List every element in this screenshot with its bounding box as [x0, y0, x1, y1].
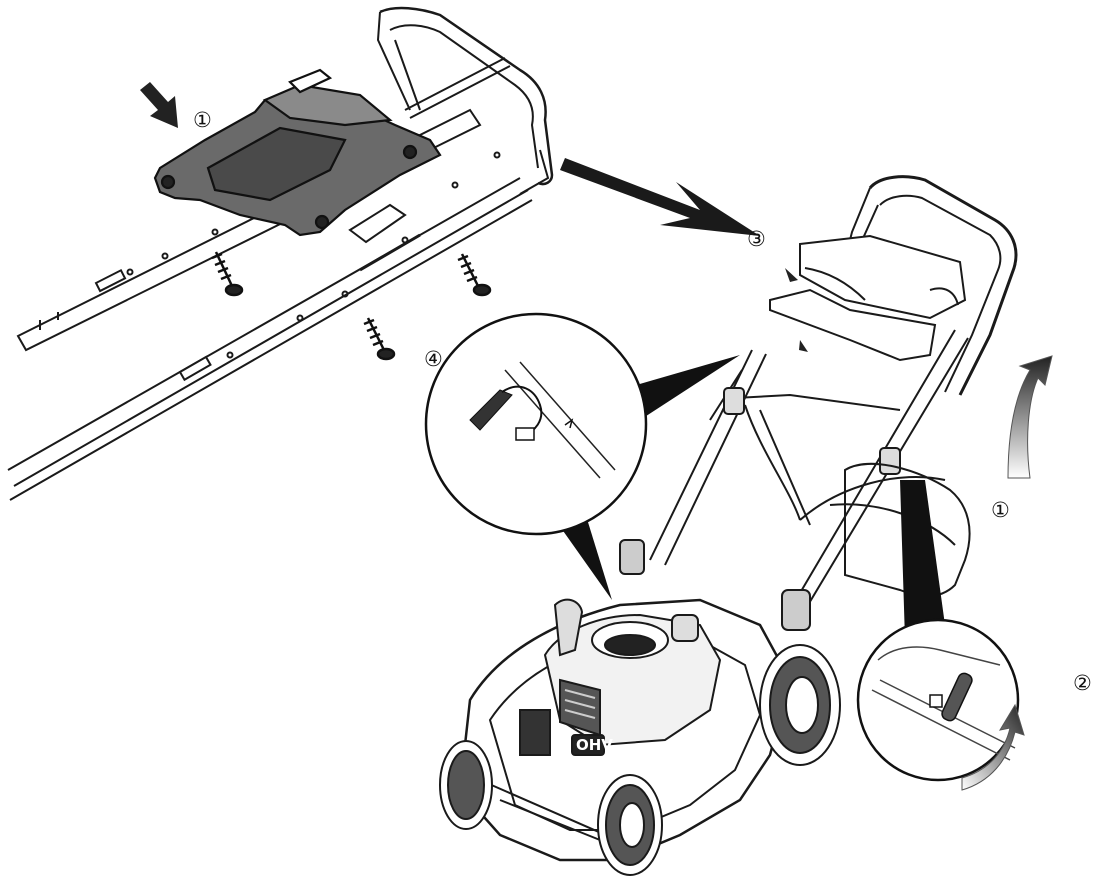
handle-cable: [404, 57, 511, 119]
screw-2: [457, 253, 492, 297]
callout-step-3: ③: [747, 227, 766, 251]
mower-assembly: [439, 175, 1018, 876]
screw-3: [363, 317, 396, 361]
handle-tube-right: [7, 177, 533, 501]
callout-step-4: ④: [424, 347, 443, 371]
callout-step-1-lift: ①: [991, 498, 1010, 522]
mower-handle-rail-left: [649, 349, 767, 566]
rotate-arrow-icon: [961, 703, 1025, 791]
mower-handle-rail-right: [789, 329, 969, 616]
handle-top-bar: [379, 6, 554, 186]
callout-step-2: ②: [1073, 671, 1092, 695]
cable-guide-part: [153, 68, 442, 237]
callout-step-1-guide: ①: [193, 108, 212, 132]
transfer-arrow-icon: [560, 158, 760, 236]
zoom-fold-knob: [856, 480, 1025, 791]
screw-1: [211, 251, 244, 297]
pointer-arrows: [785, 268, 808, 352]
zoom-cable-clip: [424, 312, 740, 600]
wheel-front: [597, 774, 663, 876]
wheel-rear: [759, 644, 841, 766]
wheel-front-left: [439, 740, 493, 830]
press-arrow-icon: [140, 82, 178, 128]
engine-badge: OHV: [576, 736, 613, 754]
lift-arrow-icon: [1007, 355, 1053, 479]
